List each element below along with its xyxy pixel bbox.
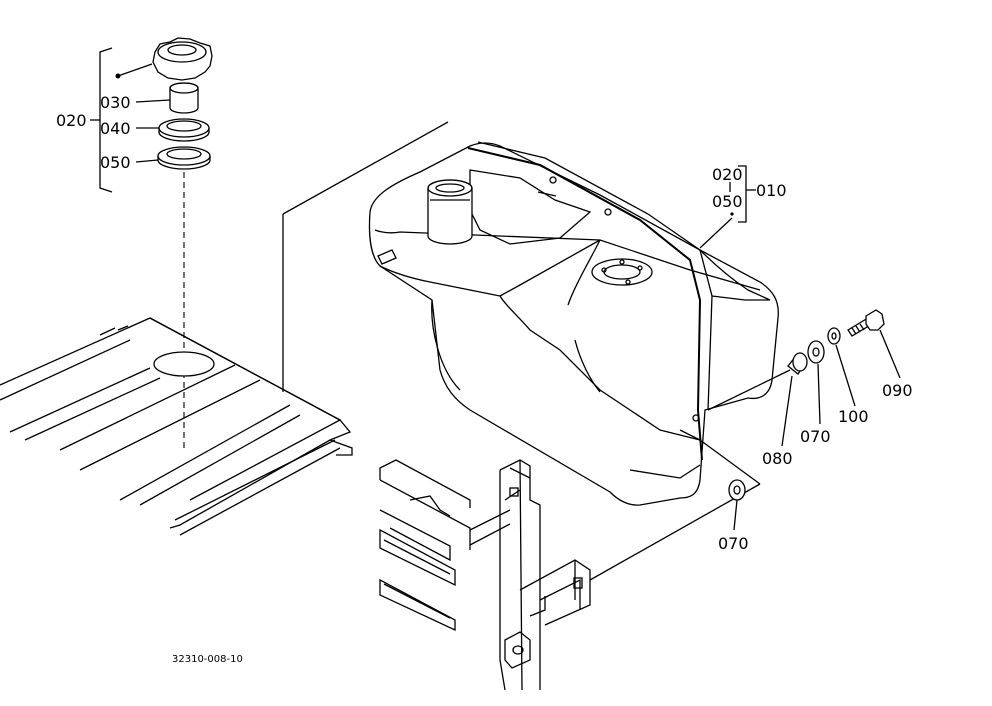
seal-ring-icon	[158, 118, 210, 142]
projection-line	[589, 483, 761, 581]
filler-hole	[153, 351, 215, 377]
lock-washer-icon	[827, 327, 841, 345]
label-050-left: 050	[100, 153, 131, 172]
leader-070-lower	[733, 499, 738, 531]
leader-050	[135, 159, 159, 163]
label-090: 090	[882, 381, 913, 400]
label-080: 080	[762, 449, 793, 468]
leader-tank	[699, 217, 733, 249]
spacer-icon	[787, 352, 808, 375]
gasket-icon	[157, 146, 211, 170]
washer-icon	[728, 479, 746, 501]
deck-panel	[0, 317, 353, 536]
label-050-right: 050	[712, 192, 743, 211]
bolt-icon	[847, 309, 885, 337]
group-bracket-right	[738, 165, 747, 223]
cap-assembly	[90, 37, 213, 450]
leader-090	[879, 329, 901, 379]
projection-line	[282, 121, 449, 215]
washer-icon	[807, 340, 825, 364]
fuel-cap-icon	[152, 37, 213, 81]
projection-line	[707, 369, 791, 411]
label-010: 010	[756, 181, 787, 200]
label-020-left: 020	[56, 111, 87, 130]
leader-cap	[117, 63, 153, 77]
label-020-right: 020	[712, 165, 743, 184]
label-100: 100	[838, 407, 869, 426]
label-040: 040	[100, 119, 131, 138]
projection-line	[679, 429, 701, 441]
vent-stub	[377, 249, 397, 265]
label-070-lower: 070	[718, 534, 749, 553]
filter-cylinder-icon	[169, 82, 199, 114]
drawing-code: 32310-008-10	[172, 654, 243, 665]
leader-030	[135, 99, 171, 103]
label-030: 030	[100, 93, 131, 112]
leader-080	[781, 375, 793, 447]
leader-070-upper	[817, 363, 821, 425]
label-070-upper: 070	[800, 427, 831, 446]
leader-100	[835, 344, 856, 407]
sender-port	[591, 258, 653, 286]
mounting-frame	[379, 459, 591, 691]
fuel-tank-icon	[368, 141, 779, 506]
dot-marker	[730, 212, 734, 216]
projection-line	[699, 439, 761, 485]
